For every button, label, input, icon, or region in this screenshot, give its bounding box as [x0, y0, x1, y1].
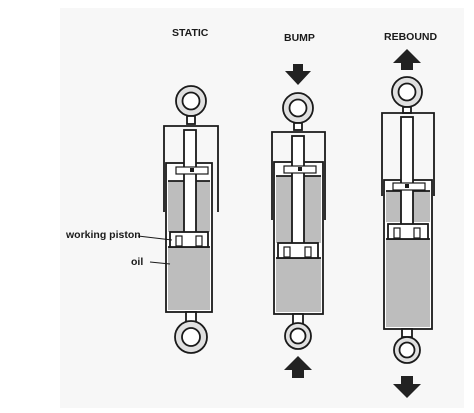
static-piston-rod [183, 129, 197, 235]
arrow-up-icon [284, 356, 312, 378]
bump-shock-absorber [271, 92, 326, 350]
bump-piston-rod [291, 135, 305, 246]
rebound-bottom-eye [393, 336, 421, 364]
heading-rebound: REBOUND [384, 31, 438, 43]
bump-top-eye [282, 92, 314, 124]
rebound-piston-rod [400, 116, 414, 226]
static-oil-lower [168, 247, 210, 310]
label-working-piston: working piston [66, 229, 141, 241]
rebound-shock-absorber [381, 76, 435, 364]
static-bottom-eye [174, 320, 208, 354]
arrow-down-icon [393, 376, 421, 398]
static-top-eye [175, 85, 207, 117]
static-top-stem [186, 115, 196, 125]
bump-bottom-eye [284, 322, 312, 350]
bump-oil-lower [276, 258, 321, 312]
label-oil: oil [131, 256, 144, 268]
arrow-down-icon [285, 64, 311, 85]
bump-top-stem [293, 122, 303, 131]
rebound-top-eye [391, 76, 423, 108]
rebound-bottom-stem [401, 328, 413, 338]
rebound-dust-cover [381, 112, 435, 196]
rebound-oil-lower [386, 239, 430, 327]
working-piston-leader-line [137, 235, 173, 241]
heading-static: STATIC [172, 27, 209, 39]
arrow-up-icon [393, 49, 421, 70]
static-shock-absorber [163, 85, 219, 354]
bump-dust-cover [271, 131, 326, 220]
oil-leader-line [149, 261, 171, 265]
static-dust-cover [163, 125, 219, 212]
heading-bump: BUMP [284, 32, 315, 44]
